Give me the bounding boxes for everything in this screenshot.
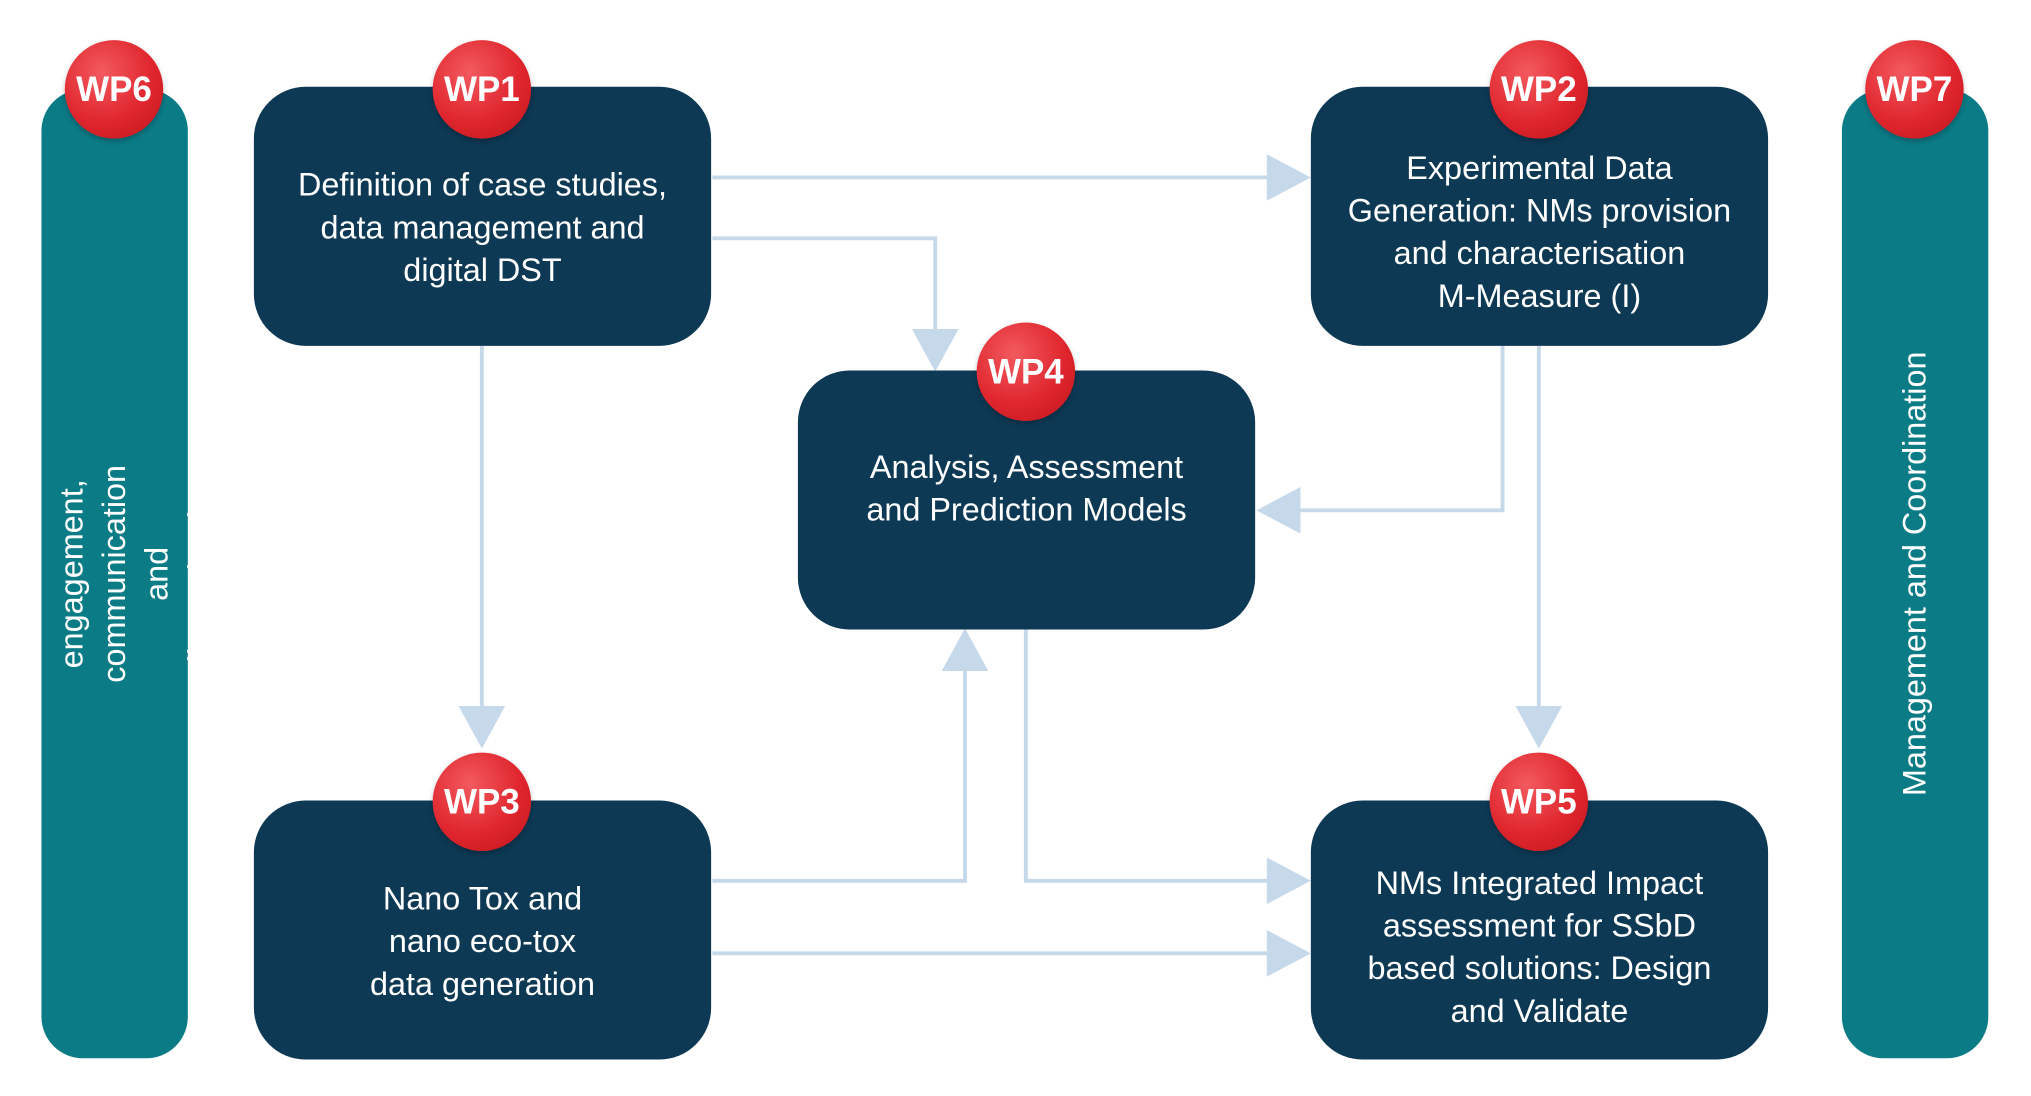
wp5-text: NMs Integrated Impact assessment for SSb… — [1367, 865, 1712, 1030]
wp4-text: Analysis, Assessment and Prediction Mode… — [866, 449, 1187, 529]
wp6-badge: WP6 — [64, 40, 164, 139]
wp7-sidebar: Management and Coordination — [1841, 89, 1989, 1059]
connector-wp1-to-wp4 — [712, 236, 938, 340]
arrowhead-into-wp4-right — [1256, 487, 1301, 534]
wp6-label: Stakeholders engagement, communication a… — [10, 464, 218, 683]
arrowhead-into-wp5-lower — [1266, 930, 1311, 977]
wp1-box: Definition of case studies, data managem… — [253, 86, 712, 346]
wp1-badge: WP1 — [432, 40, 532, 139]
wp3-badge: WP3 — [432, 752, 532, 852]
arrowhead-into-wp4-top — [911, 329, 959, 372]
wp2-box: Experimental Data Generation: NMs provis… — [1310, 86, 1769, 346]
wp7-label: Management and Coordination — [1896, 351, 1933, 797]
wp6-sidebar: Stakeholders engagement, communication a… — [10, 89, 218, 1059]
connector-wp4-to-wp5 — [1023, 629, 1276, 883]
arrowhead-into-wp5-upper — [1266, 857, 1311, 905]
arrowhead-into-wp5-top — [1515, 705, 1563, 749]
wp2-text: Experimental Data Generation: NMs provis… — [1347, 150, 1732, 315]
arrowhead-into-wp4-bottom — [941, 628, 989, 671]
connector-wp2-to-wp4 — [1292, 345, 1505, 513]
wp2-badge: WP2 — [1489, 40, 1589, 139]
wp7-badge: WP7 — [1865, 40, 1964, 139]
wp3-text: Nano Tox and nano eco-tox data generatio… — [369, 880, 596, 1002]
connector-wp3-to-wp4 — [712, 663, 967, 883]
arrowhead-into-wp3 — [458, 705, 506, 749]
wp1-text: Definition of case studies, data managem… — [297, 166, 667, 289]
wp5-badge: WP5 — [1489, 752, 1589, 852]
arrowhead-into-wp2 — [1266, 154, 1311, 201]
wp4-badge: WP4 — [976, 322, 1076, 421]
